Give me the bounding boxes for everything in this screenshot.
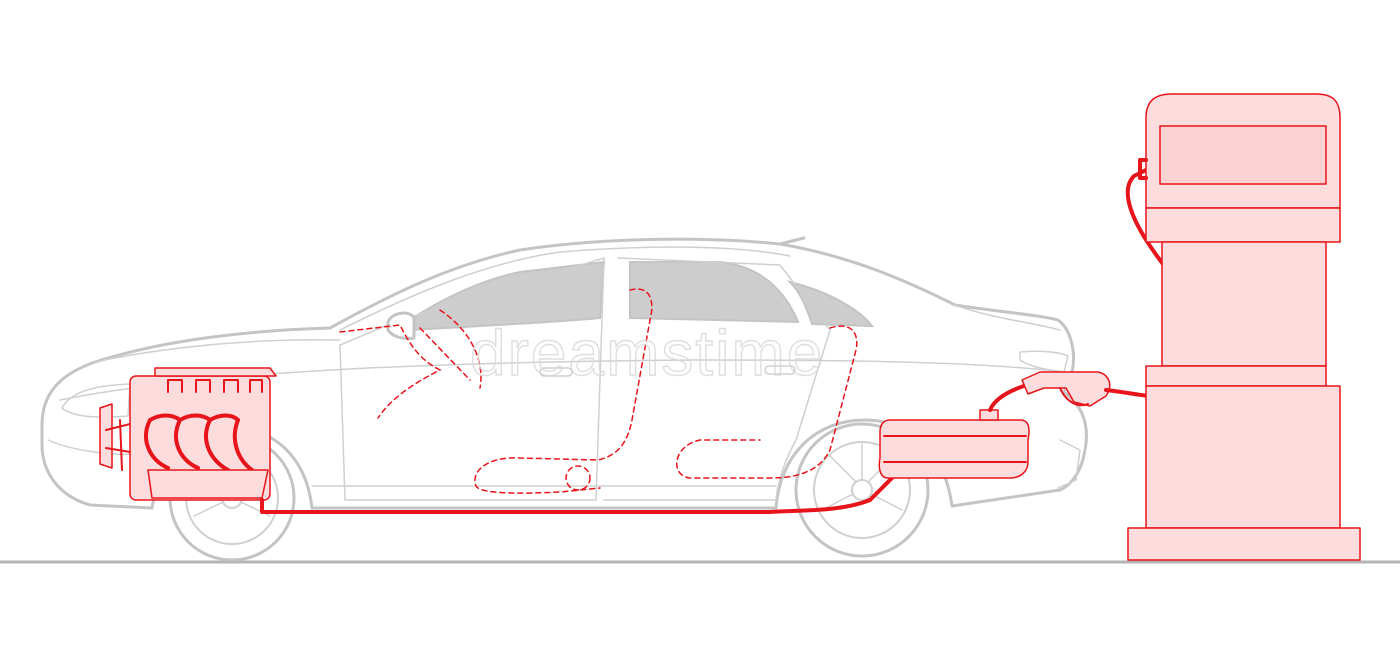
car: dreamstime (40, 236, 1088, 562)
pump-middle (1145, 207, 1341, 243)
nozzle-body (1021, 371, 1111, 407)
fan-belt (105, 419, 131, 471)
side-mirror (386, 311, 416, 340)
rear-door-outline (603, 257, 831, 501)
front-window (409, 260, 606, 332)
engine-pulley (99, 403, 113, 469)
pump-column (1161, 241, 1327, 367)
rear-bumper (1057, 439, 1081, 489)
rear-seat (675, 325, 858, 479)
fuel-tank-body (878, 419, 1030, 479)
front-seat (474, 288, 653, 494)
quarter-window (786, 280, 875, 328)
cylinder-head (154, 367, 277, 377)
rear-spoiler (778, 236, 806, 246)
rear-door-handle (764, 365, 796, 375)
fuel-nozzle (1021, 371, 1111, 407)
steering-wheel (419, 309, 482, 389)
exhaust-manifold (144, 413, 254, 472)
roof-line (339, 246, 791, 331)
pump-collar (1145, 365, 1327, 387)
pump-display (1159, 125, 1327, 185)
pump-lower (1145, 385, 1341, 529)
headlight (61, 383, 131, 418)
front-door-handle (539, 367, 573, 377)
filler-neck (979, 409, 999, 421)
fuel-pump (1127, 93, 1361, 561)
fuel-line (260, 468, 902, 514)
fuel-tank-seam (883, 435, 1027, 463)
intake-ports (167, 379, 263, 393)
hood-line (94, 339, 341, 363)
pump-base (1127, 527, 1361, 561)
dashboard-dashed (339, 324, 442, 419)
seat-mount (565, 465, 591, 491)
interior-dashed (339, 288, 858, 494)
hose-holder (1138, 158, 1148, 180)
fuel-tank (878, 382, 1032, 479)
front-door-outline (339, 257, 605, 501)
engine (99, 367, 277, 501)
trunk-line (954, 304, 1061, 331)
watermark: dreamstime (470, 317, 824, 389)
nozzle-trigger (1059, 387, 1089, 407)
crankcase (147, 469, 269, 499)
